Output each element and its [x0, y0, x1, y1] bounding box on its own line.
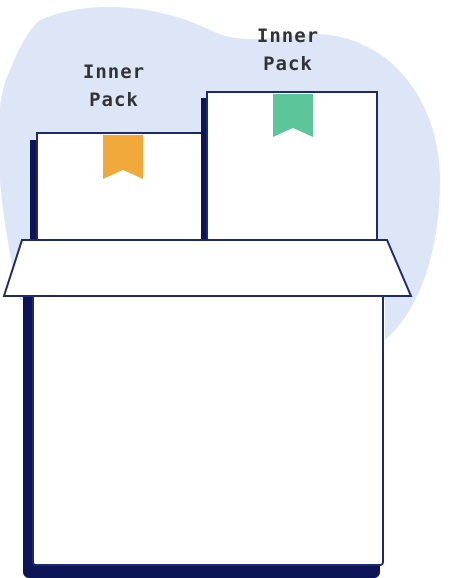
right-inner-pack	[201, 92, 377, 248]
left-pack-label-line2: Pack	[64, 86, 164, 114]
right-pack-label-line2: Pack	[238, 50, 338, 78]
left-pack-label: Inner Pack	[64, 58, 164, 114]
left-pack-label-line1: Inner	[64, 58, 164, 86]
right-pack-label: Inner Pack	[238, 22, 338, 78]
outer-box	[4, 240, 411, 578]
outer-box-body	[33, 282, 383, 565]
left-inner-pack	[30, 133, 209, 250]
right-pack-label-line1: Inner	[238, 22, 338, 50]
outer-box-flap	[4, 240, 411, 296]
